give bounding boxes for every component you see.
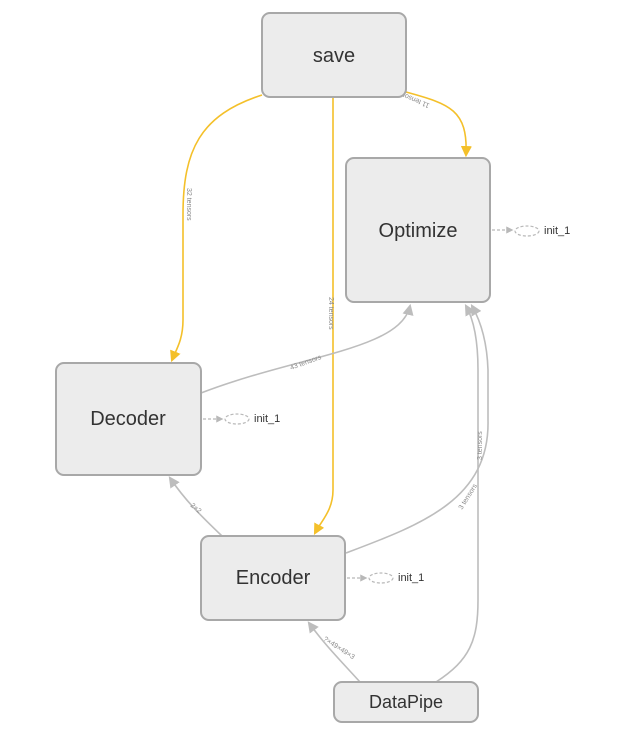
edge-label-decoder-to-optimize: 43 tensors: [289, 354, 323, 372]
node-datapipe[interactable]: DataPipe: [333, 681, 479, 723]
edge-label-encoder-to-decoder: 2×2: [189, 502, 203, 515]
edge-label-datapipe-to-optimize: 3 tensors: [477, 431, 484, 460]
edge-save-to-optimize[interactable]: [405, 91, 472, 158]
node-datapipe-label: DataPipe: [369, 692, 443, 712]
edge-decoder-to-optimize[interactable]: [200, 303, 414, 394]
node-save[interactable]: save: [261, 12, 407, 98]
aux-optimize-init-ellipse: [514, 225, 540, 237]
node-encoder-label: Encoder: [236, 567, 311, 589]
aux-optimize-init-label: init_1: [544, 225, 570, 237]
node-decoder-label: Decoder: [90, 408, 166, 430]
node-optimize[interactable]: Optimize: [345, 157, 491, 303]
node-decoder[interactable]: Decoder: [55, 362, 202, 476]
node-encoder[interactable]: Encoder: [200, 535, 346, 621]
edge-save-to-encoder[interactable]: [313, 97, 334, 535]
edge-datapipe-to-optimize[interactable]: [435, 304, 479, 683]
aux-encoder-init[interactable]: init_1: [347, 572, 424, 584]
edge-encoder-to-optimize[interactable]: [345, 304, 489, 554]
edge-label-encoder-to-optimize: 3 tensors: [458, 483, 479, 512]
aux-decoder-init-ellipse: [224, 413, 250, 425]
edge-label-save-to-encoder: 24 tensors: [327, 297, 334, 330]
edge-encoder-to-decoder[interactable]: [168, 476, 223, 537]
aux-encoder-init-label: init_1: [398, 572, 424, 584]
aux-encoder-init-ellipse: [368, 572, 394, 584]
aux-decoder-init[interactable]: init_1: [203, 413, 280, 425]
edge-label-datapipe-to-encoder: ?×49×49×3: [322, 636, 356, 661]
edge-label-save-to-decoder: 32 tensors: [185, 188, 192, 221]
edge-datapipe-to-encoder[interactable]: [307, 621, 361, 683]
node-optimize-label: Optimize: [379, 220, 458, 242]
node-save-label: save: [313, 45, 355, 67]
aux-optimize-init[interactable]: init_1: [492, 225, 570, 237]
aux-decoder-init-label: init_1: [254, 413, 280, 425]
edge-save-to-decoder[interactable]: [170, 94, 263, 363]
